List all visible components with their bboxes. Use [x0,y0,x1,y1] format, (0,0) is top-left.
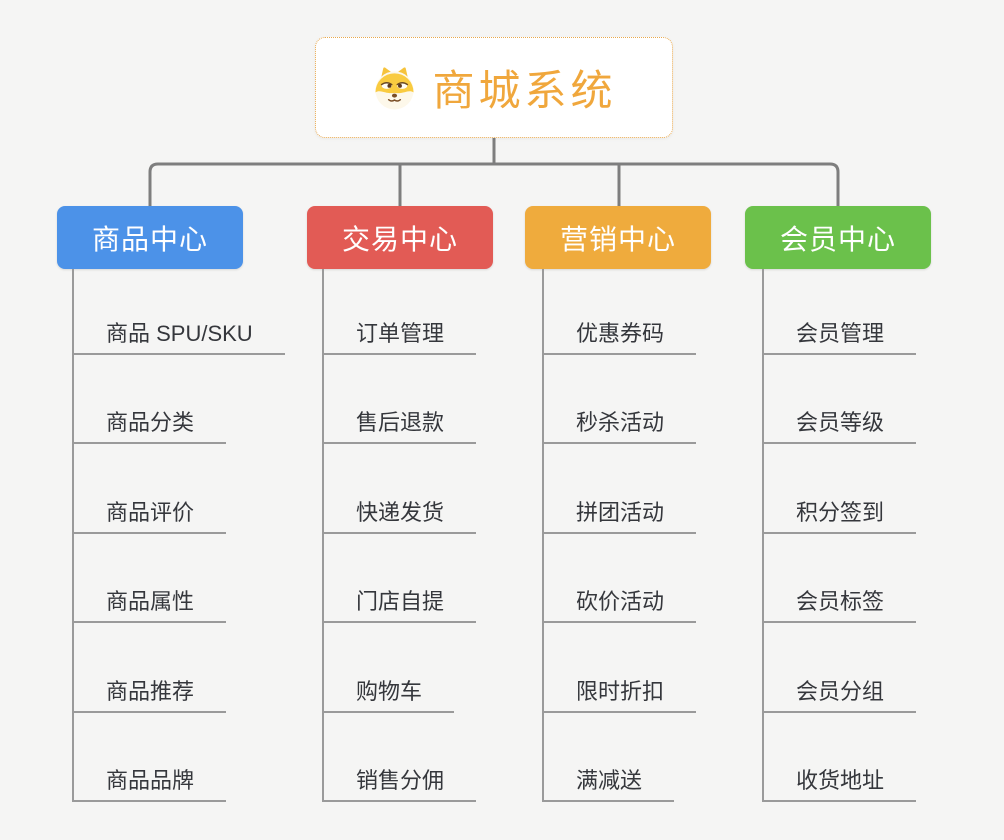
leaf-item[interactable]: 门店自提 [324,589,477,623]
leaf-item[interactable]: 会员标签 [764,589,917,623]
leaf-item[interactable]: 销售分佣 [324,768,477,802]
branch-node-product-center[interactable]: 商品中心 [57,206,243,269]
leaf-item[interactable]: 积分签到 [764,500,917,534]
leaf-item[interactable]: 会员管理 [764,321,917,355]
leaf-item[interactable]: 拼团活动 [544,500,697,534]
leaf-column-member-center: 会员管理 会员等级 积分签到 会员标签 会员分组 收货地址 [762,269,1004,802]
leaf-item[interactable]: 订单管理 [324,321,477,355]
leaf-item[interactable]: 购物车 [324,679,455,713]
doge-dog-icon [375,67,415,110]
leaf-column-trade-center: 订单管理 售后退款 快递发货 门店自提 购物车 销售分佣 [322,269,582,802]
leaf-item[interactable]: 秒杀活动 [544,410,697,444]
root-node[interactable]: 商城系统 [315,37,673,138]
leaf-item[interactable]: 商品评价 [74,500,227,534]
leaf-item[interactable]: 商品分类 [74,410,227,444]
leaf-item[interactable]: 商品品牌 [74,768,227,802]
leaf-item[interactable]: 快递发货 [324,500,477,534]
branch-node-member-center[interactable]: 会员中心 [745,206,931,269]
branch-label: 会员中心 [779,223,896,255]
branch-label: 交易中心 [341,223,458,255]
leaf-item[interactable]: 满减送 [544,768,675,802]
leaf-item[interactable]: 商品属性 [74,589,227,623]
branch-node-marketing-center[interactable]: 营销中心 [525,206,711,269]
bracket-line [148,162,840,206]
leaf-item[interactable]: 优惠券码 [544,321,697,355]
leaf-item[interactable]: 商品推荐 [74,679,227,713]
branch-label: 商品中心 [91,223,208,255]
leaf-column-product-center: 商品 SPU/SKU 商品分类 商品评价 商品属性 商品推荐 商品品牌 [72,269,332,802]
leaf-item[interactable]: 会员分组 [764,679,917,713]
branch-node-trade-center[interactable]: 交易中心 [307,206,493,269]
leaf-column-marketing-center: 优惠券码 秒杀活动 拼团活动 砍价活动 限时折扣 满减送 [542,269,802,802]
leaf-item[interactable]: 商品 SPU/SKU [74,321,285,355]
leaf-item[interactable]: 限时折扣 [544,679,697,713]
branch-label: 营销中心 [559,223,676,255]
leaf-item[interactable]: 售后退款 [324,410,477,444]
root-title: 商城系统 [432,67,617,114]
leaf-item[interactable]: 会员等级 [764,410,917,444]
leaf-item[interactable]: 砍价活动 [544,589,697,623]
leaf-item[interactable]: 收货地址 [764,768,917,802]
